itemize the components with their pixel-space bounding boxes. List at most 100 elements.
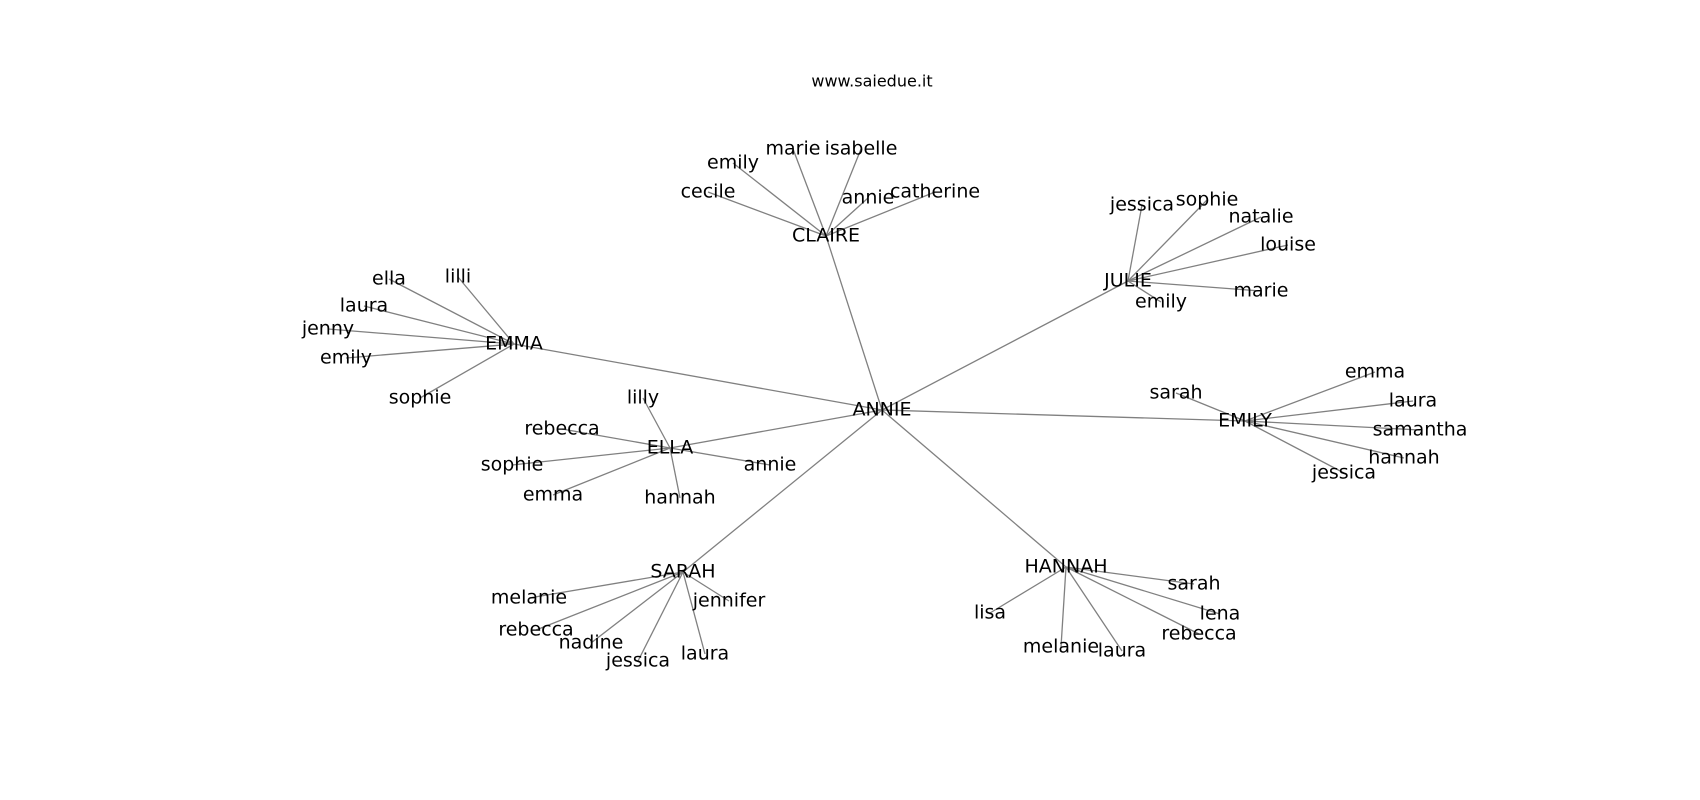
site-title: www.saiedue.it [811, 72, 932, 91]
edge-sarah-nadine [590, 571, 684, 644]
leaf-node-label: lilli [445, 266, 471, 288]
edge-center-ella [669, 409, 883, 449]
edge-ella-sophie [511, 447, 671, 466]
leaf-node-label: sarah [1149, 382, 1202, 404]
edge-emma-sophie [419, 343, 515, 399]
edge-emma-lilli [457, 276, 515, 345]
edge-julie-emily [1127, 280, 1162, 303]
leaf-node-label: laura [681, 643, 729, 665]
leaf-node-label: natalie [1228, 206, 1293, 228]
edge-emily-jessica [1244, 420, 1345, 474]
edge-claire-cecile [707, 191, 827, 237]
leaf-node-label: catherine [890, 181, 980, 203]
leaf-node-label: emily [320, 347, 372, 369]
leaf-node-label: melanie [491, 587, 567, 609]
leaf-node-label: lisa [974, 602, 1006, 624]
edge-claire-emily [732, 162, 827, 237]
leaf-node-label: emma [1345, 361, 1405, 383]
leaf-node-label: annie [842, 187, 895, 209]
hub-node-label: EMILY [1218, 410, 1272, 432]
edge-claire-isabelle [825, 148, 862, 237]
edge-sarah-jennifer [682, 571, 730, 602]
leaf-node-label: emily [1135, 291, 1187, 313]
leaf-node-label: jessica [1109, 194, 1174, 216]
leaf-node-label: jessica [605, 650, 670, 672]
edge-emily-laura [1244, 400, 1414, 422]
leaf-node-label: rebecca [524, 418, 599, 440]
edge-center-claire [825, 235, 883, 411]
leaf-node-label: marie [766, 138, 821, 160]
edge-emily-samantha [1244, 420, 1421, 431]
leaf-node-label: sophie [481, 454, 544, 476]
leaf-node-label: hannah [644, 487, 715, 509]
edge-sarah-laura [682, 571, 706, 655]
hub-node-label: HANNAH [1025, 556, 1108, 578]
edge-emma-ella [388, 278, 515, 345]
edge-center-hannah [881, 409, 1067, 568]
edge-hannah-sarah [1065, 566, 1195, 585]
edge-sarah-rebecca [535, 571, 684, 631]
edge-julie-jessica [1127, 204, 1143, 282]
leaf-node-label: nadine [559, 632, 624, 654]
edge-claire-annie [825, 197, 869, 237]
edge-hannah-melanie [1060, 566, 1067, 648]
edge-hannah-lena [1065, 566, 1221, 615]
hub-node-label: JULIE [1103, 270, 1152, 292]
leaf-node-label: sophie [1176, 189, 1239, 211]
leaf-node-label: sarah [1167, 573, 1220, 595]
edge-claire-marie [792, 148, 827, 237]
leaf-node-label: laura [1098, 640, 1146, 662]
leaf-node-label: lilly [627, 387, 659, 409]
leaf-node-label: lena [1200, 603, 1241, 625]
edge-ella-lilly [642, 397, 671, 449]
edge-julie-sophie [1127, 199, 1208, 282]
edge-ella-emma [552, 447, 671, 496]
edge-julie-natalie [1127, 216, 1262, 282]
hub-node-label: CLAIRE [792, 225, 860, 247]
edge-julie-marie [1127, 280, 1262, 292]
leaf-node-label: isabelle [825, 138, 898, 160]
leaf-node-label: cecile [681, 181, 736, 203]
edge-emily-sarah [1175, 392, 1246, 422]
edge-emma-jenny [327, 328, 515, 345]
leaf-node-label: louise [1260, 234, 1316, 256]
edge-ella-hannah [669, 447, 681, 499]
edge-center-julie [881, 280, 1129, 411]
leaf-node-label: jennifer [692, 590, 766, 612]
edge-sarah-jessica [637, 571, 684, 662]
edge-ella-annie [669, 447, 771, 466]
edge-emily-emma [1244, 371, 1376, 422]
edge-hannah-lisa [989, 566, 1067, 614]
edge-ella-rebecca [561, 428, 671, 449]
edge-julie-louise [1127, 244, 1289, 282]
leaf-node-label: jessica [1311, 462, 1376, 484]
edge-center-emma [513, 343, 883, 411]
edge-emily-hannah [1244, 420, 1405, 459]
leaf-node-label: laura [340, 295, 388, 317]
leaf-node-label: annie [744, 454, 797, 476]
leaf-node-label: rebecca [498, 619, 573, 641]
leaf-node-label: melanie [1023, 636, 1099, 658]
leaf-node-label: hannah [1368, 447, 1439, 469]
hub-node-label: EMMA [485, 333, 543, 355]
edge-claire-catherine [825, 191, 936, 237]
edge-emma-laura [363, 305, 515, 345]
leaf-node-label: rebecca [1161, 623, 1236, 645]
leaf-node-label: jenny [301, 318, 354, 340]
edge-center-emily [881, 409, 1246, 422]
edge-center-sarah [682, 409, 883, 573]
leaf-node-label: sophie [389, 387, 452, 409]
leaf-node-label: marie [1234, 280, 1289, 302]
edge-hannah-laura [1065, 566, 1123, 652]
edge-hannah-rebecca [1065, 566, 1200, 635]
edges-layer [327, 148, 1421, 662]
leaf-node-label: emma [523, 484, 583, 506]
hub-node-label: ELLA [647, 437, 694, 459]
leaf-node-label: laura [1389, 390, 1437, 412]
hub-node-label: SARAH [650, 561, 715, 583]
edge-emma-emily [345, 343, 515, 359]
leaf-node-label: ella [372, 268, 406, 290]
center-node-label: ANNIE [852, 399, 911, 421]
